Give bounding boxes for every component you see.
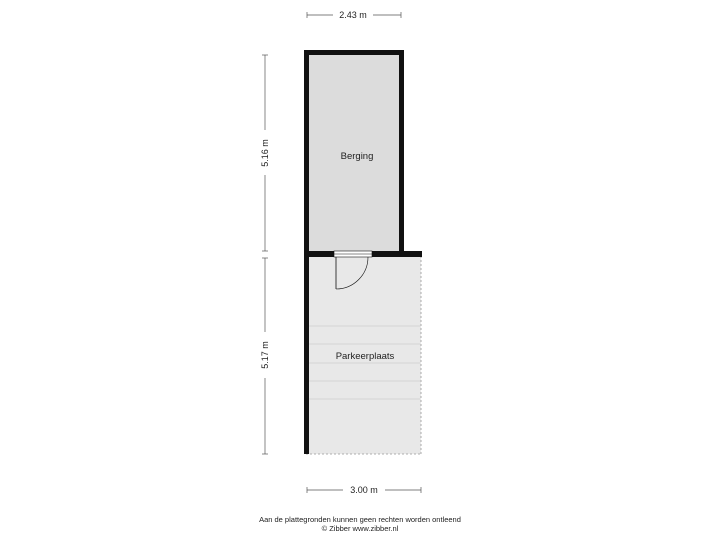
divider-wall-right	[372, 251, 422, 257]
storage-wall-right	[399, 50, 404, 255]
storage-room: Berging	[304, 50, 404, 255]
parking-area-floor	[306, 256, 421, 454]
bottom-dimension-label: 3.00 m	[350, 485, 378, 495]
upper-height-label: 5.16 m	[260, 139, 270, 167]
storage-wall-left	[304, 50, 309, 255]
door-swing-arc	[335, 256, 369, 290]
upper-height-dimension: 5.16 m	[260, 54, 270, 252]
parking-area: Parkeerplaats	[304, 250, 422, 455]
storage-room-label: Berging	[341, 151, 374, 162]
storage-room-floor	[306, 52, 402, 252]
storage-wall-top	[304, 50, 404, 55]
parking-wall-left	[304, 252, 309, 454]
lower-height-label: 5.17 m	[260, 341, 270, 369]
divider-wall-left	[304, 251, 334, 257]
top-dimension: 2.43 m	[306, 10, 402, 20]
footer-disclaimer: Aan de plattegronden kunnen geen rechten…	[259, 515, 461, 524]
parking-area-label: Parkeerplaats	[336, 351, 395, 362]
footer-copyright: © Zibber www.zibber.nl	[321, 524, 399, 533]
top-dimension-label: 2.43 m	[339, 10, 367, 20]
bottom-dimension: 3.00 m	[306, 485, 422, 495]
lower-height-dimension: 5.17 m	[260, 257, 270, 455]
